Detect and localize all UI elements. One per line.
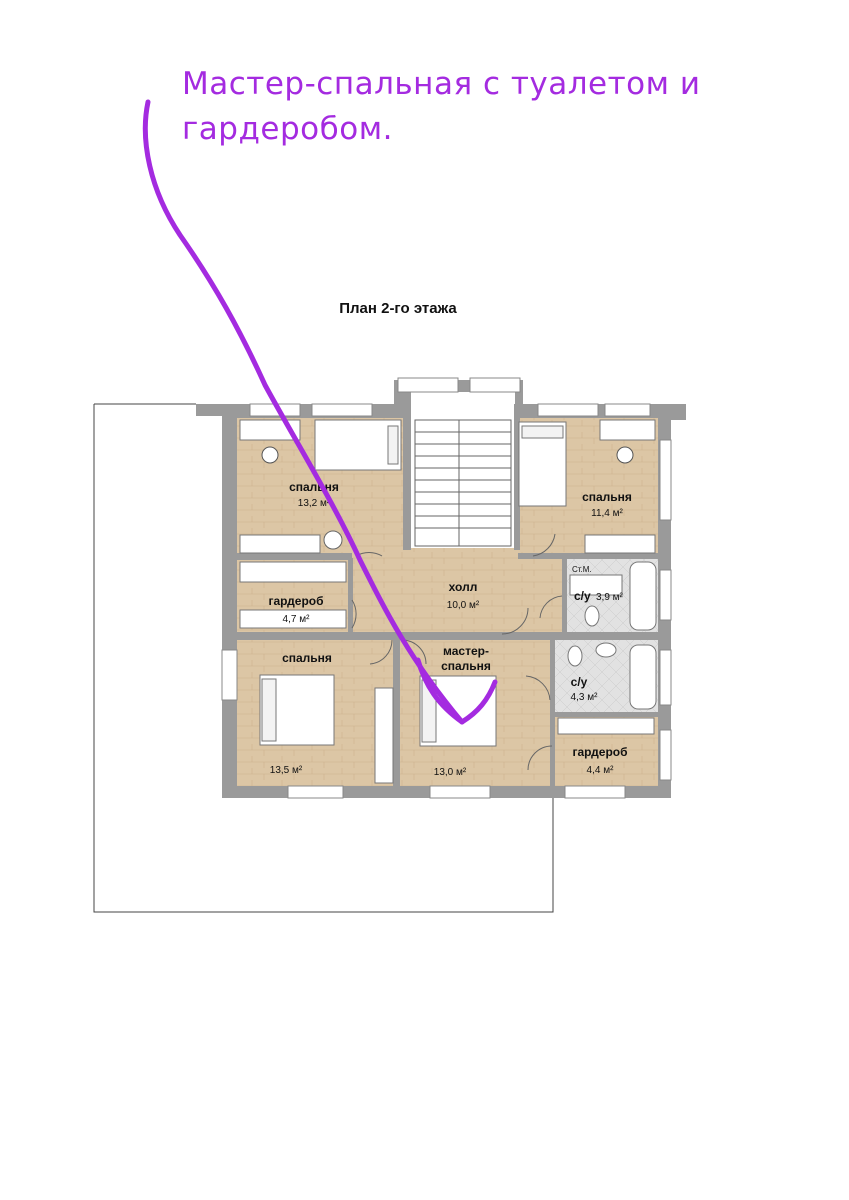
annotation-line-1: Мастер-спальная с туалетом и: [182, 66, 701, 102]
room-tag-bath-n: Ст.М.: [572, 565, 592, 574]
plan-title: План 2-го этажа: [339, 300, 457, 317]
room-area-bedroom-ne: 11,4 м²: [591, 508, 623, 519]
toilet-icon: [567, 645, 583, 667]
doors: [351, 533, 563, 771]
bathtub-icon: [629, 561, 657, 631]
room-label-bedroom-ne: спальня: [582, 490, 632, 504]
room-label-master-1: мастер-: [443, 644, 489, 658]
room-area-wardrobe-w: 4,7 м²: [283, 614, 311, 625]
annotation-arrow: [142, 99, 465, 725]
wall: [222, 632, 671, 640]
chair-icon: [616, 446, 634, 464]
rack-icon: [239, 609, 347, 629]
windows: [221, 377, 672, 799]
annotation-text: Мастер-спальная с туалетом и гардеробом.: [182, 62, 822, 152]
bed-ne: [518, 421, 567, 507]
rack-icon: [557, 717, 655, 735]
room-label-bath-n: с/у: [574, 589, 591, 603]
bed-sw: [259, 674, 335, 746]
annotation-arrowhead: [415, 657, 498, 725]
chair-icon: [261, 446, 279, 464]
terrace-outline: [93, 404, 554, 913]
wall: [222, 553, 352, 559]
room-label-wardrobe-e: гардероб: [572, 745, 627, 759]
room-label-bath-s: с/у: [571, 675, 588, 689]
wall: [514, 404, 520, 550]
wardrobe-ne: [584, 534, 656, 554]
wall: [403, 404, 411, 550]
plant-icon: [323, 530, 343, 550]
room-label-bedroom-sw: спальня: [282, 651, 332, 665]
room-label-bedroom-nw: спальня: [289, 480, 339, 494]
room-area-master: 13,0 м²: [434, 767, 467, 778]
floor-hall: [352, 548, 565, 634]
room-area-wardrobe-e: 4,4 м²: [587, 765, 615, 776]
wall: [518, 553, 666, 559]
room-area-bath-n: 3,9 м²: [596, 592, 624, 603]
rack-icon: [239, 561, 347, 583]
room-area-bedroom-nw: 13,2 м²: [298, 498, 331, 509]
annotation-line-2: гардеробом.: [182, 111, 393, 147]
washer-icon: [569, 574, 623, 596]
room-area-bath-s: 4,3 м²: [571, 692, 599, 703]
bed-nw: [314, 419, 402, 471]
wall: [348, 558, 353, 634]
room-label-hall: холл: [449, 580, 478, 594]
closet-icon: [374, 687, 394, 784]
floor-stair: [411, 392, 515, 550]
wall: [554, 712, 664, 717]
toilet-icon: [584, 605, 600, 627]
wall: [562, 556, 567, 634]
wall: [393, 640, 400, 790]
room-area-bedroom-sw: 13,5 м²: [270, 765, 303, 776]
staircase: [414, 419, 512, 547]
bathtub-icon: [629, 644, 657, 710]
room-label-master-2: спальня: [441, 659, 491, 673]
wall: [550, 640, 555, 790]
room-label-wardrobe-w: гардероб: [268, 594, 323, 608]
sink-icon: [595, 642, 617, 658]
room-area-hall: 10,0 м²: [447, 600, 480, 611]
wardrobe-nw: [239, 534, 321, 554]
desk-ne: [599, 419, 656, 441]
